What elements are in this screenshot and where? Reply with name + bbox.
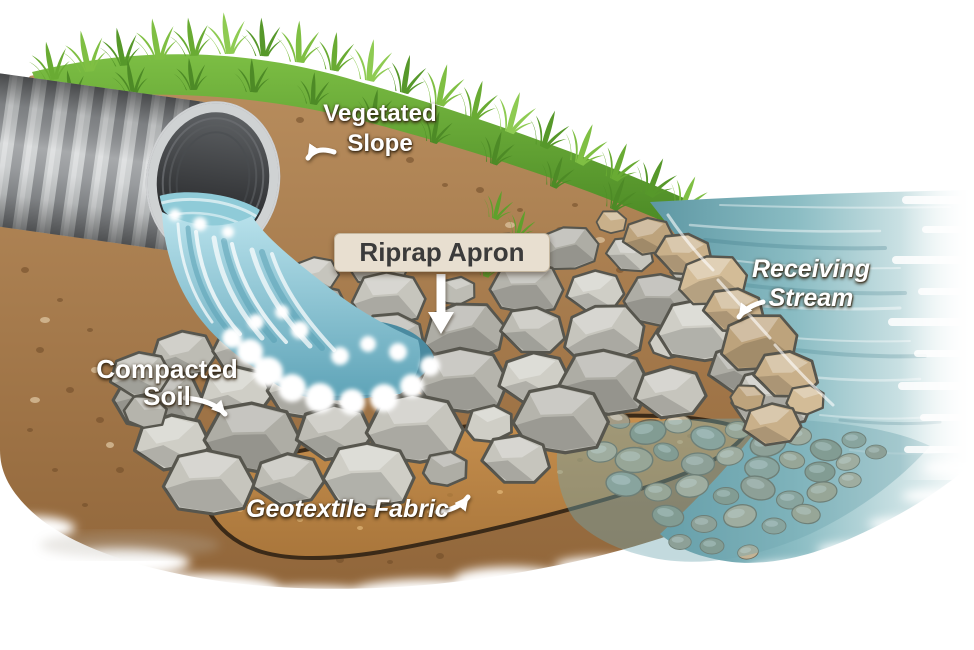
edge-fades [0,180,974,614]
outfall-cascade [162,209,440,415]
vegetated-slope-line2: Slope [347,130,413,157]
compacted-soil-arrow [182,395,228,417]
compacted-soil-line2: Soil [143,381,191,411]
receiving-stream-arrow [736,299,766,320]
foam [169,209,440,415]
shallow-water-wash [556,418,930,562]
geotextile-fabric-arrow [434,494,471,515]
vegetated-slope-line1: Vegetated [323,100,437,127]
waterfall-shade-streaks [185,225,325,351]
label-riprap-apron: Riprap Apron [334,233,550,272]
label-geotextile-fabric: Geotextile Fabric [246,494,449,524]
riprap-apron-text: Riprap Apron [359,237,525,267]
receiving-stream-line2: Stream [768,284,854,312]
compacted-soil-line1: Compacted [96,354,238,384]
label-receiving-stream: Receiving Stream [750,255,872,313]
vegetated-slope-arrow [305,143,337,161]
label-vegetated-slope: Vegetated Slope [300,99,460,159]
vegetated-slope-grass [26,11,714,281]
receiving-stream-line1: Receiving [751,255,871,283]
geotextile-fabric-text: Geotextile Fabric [246,495,449,523]
riprap-apron-arrow [428,274,454,334]
label-compacted-soil: Compacted Soil [88,356,246,410]
shore-cobbles [556,408,930,562]
right-edge-streaks [888,196,974,453]
label-arrows [182,143,766,515]
